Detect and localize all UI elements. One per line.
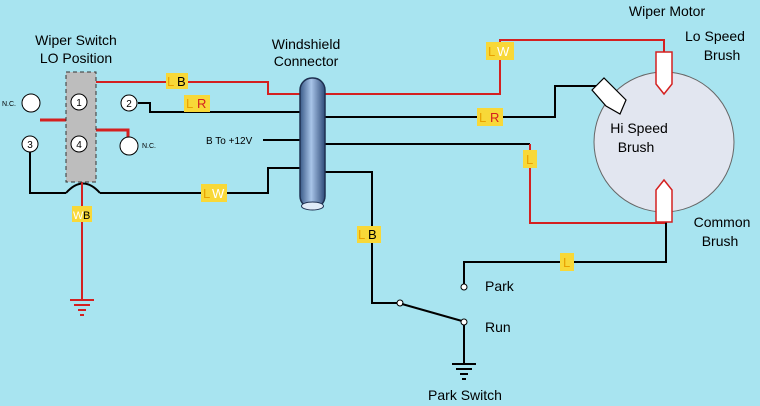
wiper-switch-subtitle: LO Position [40,50,112,66]
tag-lw-top: L W [486,42,514,60]
ground-left-icon [70,299,94,316]
tag-lr-right: L R [477,108,503,126]
wire-lr-right [325,85,598,118]
tag-lb-down-l: L [358,227,365,242]
tag-lr-left: L R [184,95,210,112]
common-brush-label: Common [694,214,751,230]
tag-lw-bottom-w: W [212,186,225,201]
connector-title: Windshield [272,36,340,52]
wire-lw-red [325,39,665,95]
terminal-3 [21,135,39,153]
tag-wb-b: B [83,210,90,222]
tag-lb-top: L B [166,73,188,89]
connector-bottom-cap [301,201,324,211]
switch-body [65,71,97,183]
terminal-2-label: 2 [126,99,132,110]
wire-lr-black [138,102,300,113]
tag-l-mid: L [523,150,537,168]
park-label: Park [485,278,515,294]
lo-speed-label: Lo Speed [685,28,745,44]
tag-lw-bottom-l: L [203,186,210,201]
terminal-4 [70,135,88,153]
nc-contact-top [21,93,41,113]
tag-lr-left-l: L [186,96,193,111]
park-contact [460,283,468,291]
tag-lr-right-l: L [479,110,486,125]
common-brush [655,178,673,223]
tag-wb-w: W [73,210,84,222]
ground-right-icon [452,363,476,380]
tag-l-park: L [560,253,574,271]
terminal-1-label: 1 [76,98,82,109]
wiper-switch-title: Wiper Switch [35,32,117,48]
connector-subtitle: Connector [274,53,339,69]
hi-speed-label-2: Brush [618,139,655,155]
tag-lb-down-b: B [368,227,377,242]
lo-speed-brush [655,51,673,96]
tag-lr-left-r: R [197,96,206,111]
tag-l-park-l: L [563,255,570,270]
park-switch-label: Park Switch [428,387,502,403]
tag-lr-right-r: R [490,110,499,125]
common-brush-label-2: Brush [702,233,739,249]
wires [29,39,667,364]
terminal-2 [120,94,138,112]
tag-lb-top-l: L [167,74,174,89]
nc-label-top: N.C. [2,101,16,108]
tag-l-mid-l: L [526,152,533,167]
connector-body [299,77,326,209]
tag-lw-bottom: L W [201,184,227,202]
windshield-connector [299,77,326,211]
battery-label: B To +12V [206,136,253,147]
terminal-1 [70,93,88,111]
terminal-3-label: 3 [27,140,33,151]
park-switch-pivot [396,299,404,307]
run-contact [460,318,468,326]
tag-lw-top-l: L [488,44,495,59]
wiper-switch: 1 2 3 4 N.C. N.C. [2,71,156,183]
terminal-4-label: 4 [76,140,82,151]
tag-wb: W B [72,206,92,222]
tag-lw-top-w: W [497,44,510,59]
park-switch-arm [401,303,463,322]
wire-lw-black [29,150,300,194]
hi-speed-brush [591,77,627,115]
run-label: Run [485,319,511,335]
nc-label-bottom: N.C. [142,143,156,150]
wiper-motor [591,51,735,223]
nc-contact-bottom [119,136,139,156]
wiper-motor-title: Wiper Motor [629,3,706,19]
hi-speed-label: Hi Speed [610,120,668,136]
park-switch [396,283,468,326]
tag-lb-top-b: B [177,74,186,89]
lo-speed-label-2: Brush [704,47,741,63]
tag-lb-down: L B [357,226,381,243]
